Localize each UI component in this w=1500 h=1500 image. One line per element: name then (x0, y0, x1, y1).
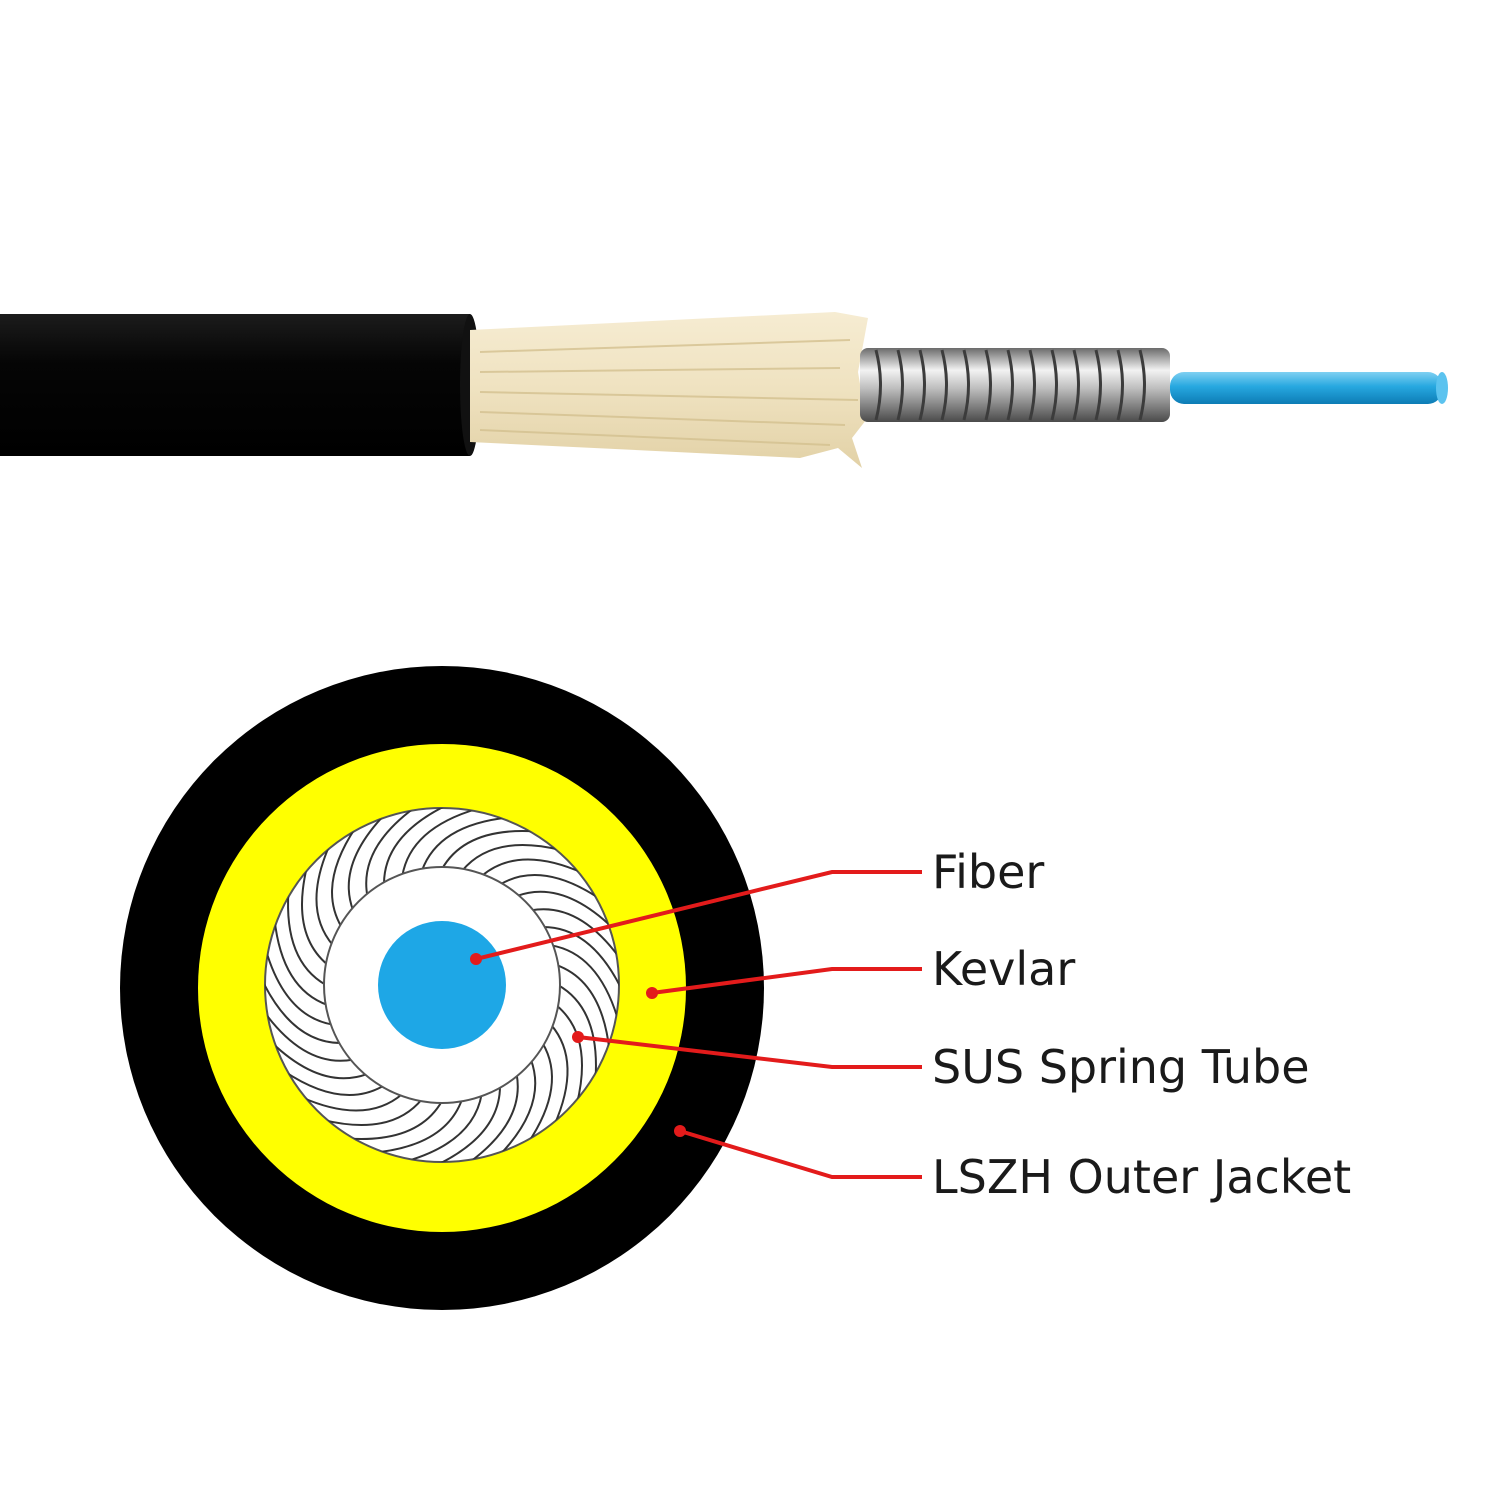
kevlar-strands-side (470, 312, 868, 468)
spring-coil (940, 349, 948, 421)
spring-coil (874, 349, 882, 421)
spring-spoke (283, 1070, 385, 1096)
outer-jacket-side (0, 314, 476, 456)
spring-spoke (347, 813, 386, 911)
callout-dot-spring (572, 1031, 584, 1043)
spring-spoke (555, 963, 611, 1052)
cable-side-view (0, 312, 1448, 468)
spring-spoke (365, 808, 416, 897)
spring-spoke (481, 858, 584, 877)
spring-spoke (530, 908, 619, 959)
spring-spoke (461, 844, 562, 872)
callouts (475, 870, 922, 1179)
spring-tube-coils (265, 808, 619, 1162)
spring-spoke (301, 865, 329, 966)
callout-dot-jacket (674, 1125, 686, 1137)
cable-cross-section (120, 666, 764, 1310)
label-lszh-outer-jacket: LSZH Outer Jacket (932, 1150, 1352, 1204)
spring-spoke (265, 979, 342, 1045)
callout-line-jacket (679, 1129, 922, 1179)
spring-spoke (516, 890, 614, 929)
spring-spoke (436, 1085, 502, 1162)
spring-spoke (347, 1100, 443, 1140)
spring-coil (1050, 349, 1058, 421)
spring-coil (984, 349, 992, 421)
fiber-side (1170, 372, 1442, 404)
spring-spoke (273, 918, 329, 1007)
spring-coil (1028, 349, 1036, 421)
spring-spoke (405, 1093, 483, 1162)
label-sus-spring-tube: SUS Spring Tube (932, 1040, 1310, 1094)
spring-spoke (555, 1004, 583, 1105)
spring-spoke (527, 1042, 553, 1144)
callout-line-fiber (475, 870, 922, 961)
spring-spoke (468, 1073, 519, 1162)
spring-spoke (441, 830, 537, 870)
spring-spoke (265, 948, 334, 1026)
spring-spoke (322, 1098, 423, 1126)
spring-spoke (315, 843, 334, 946)
spring-coil (1094, 349, 1102, 421)
callout-dot-kevlar (646, 987, 658, 999)
spring-spoke (420, 816, 509, 872)
spring-spoke (401, 808, 479, 877)
callout-dot-fiber (470, 953, 482, 965)
spring-spoke (270, 1041, 368, 1080)
spring-spoke (542, 925, 619, 991)
spring-spoke (300, 1093, 403, 1112)
spring-spoke (375, 1098, 464, 1154)
spring-coil (1138, 349, 1146, 421)
spring-coil (962, 349, 970, 421)
spring-spoke (331, 826, 357, 928)
callout-line-spring (577, 1035, 922, 1069)
label-kevlar: Kevlar (932, 942, 1076, 996)
callout-line-kevlar (651, 967, 922, 995)
spring-coil (1072, 349, 1080, 421)
spring-spoke (557, 984, 597, 1080)
spring-coil (918, 349, 926, 421)
spring-spoke (382, 808, 448, 885)
spring-spoke (498, 1059, 537, 1157)
spring-spoke (287, 890, 327, 986)
spring-spoke (265, 1011, 354, 1062)
spring-coil (896, 349, 904, 421)
spring-tube-side (860, 348, 1170, 422)
label-fiber: Fiber (932, 845, 1045, 899)
spring-coil (1116, 349, 1124, 421)
spring-spoke (550, 944, 619, 1022)
fiber-core (378, 921, 506, 1049)
spring-coil (1006, 349, 1014, 421)
spring-spoke (499, 874, 601, 900)
spring-spoke (550, 1024, 569, 1127)
